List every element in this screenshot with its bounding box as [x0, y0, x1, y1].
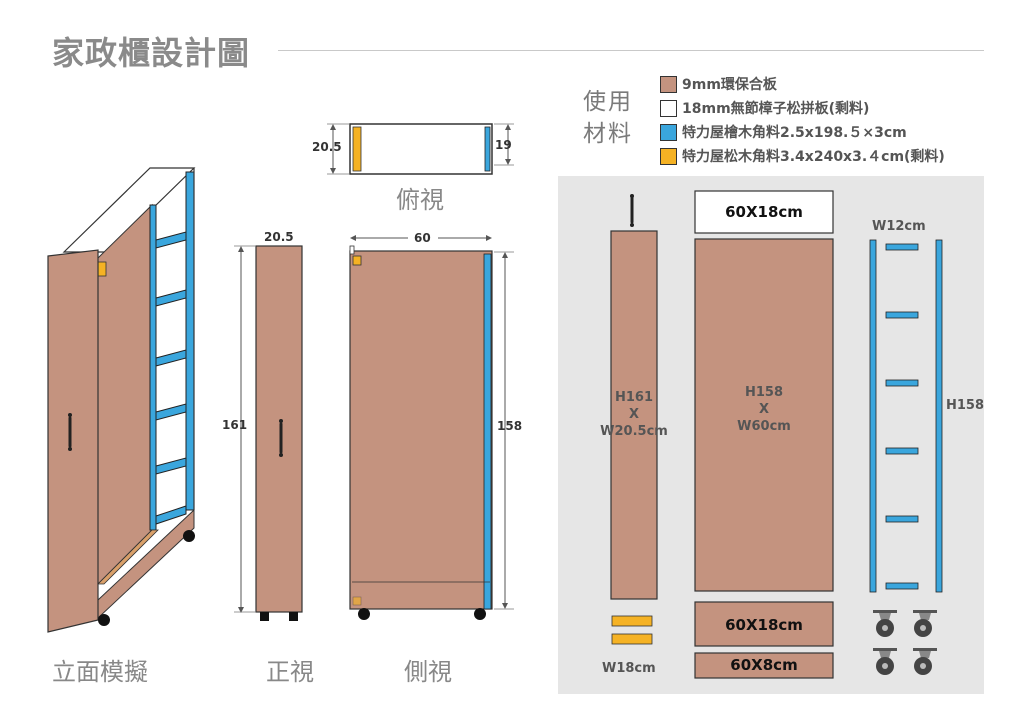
side-board-height: H161 — [614, 390, 654, 405]
perspective-view — [47, 167, 196, 633]
legend-label: 特力屋檜木角料2.5x198.５×3cm — [682, 125, 907, 141]
legend-swatch — [660, 75, 677, 93]
block-width-label: W18cm — [602, 661, 656, 676]
front-panel — [255, 245, 303, 613]
legend-item-pine-board: 18mm無節樟子松拼板(剩料) — [660, 96, 945, 120]
side-top-edge — [349, 245, 355, 255]
back-board-height: H158 — [744, 385, 784, 400]
top-outline — [349, 123, 493, 175]
part-base-board — [694, 652, 834, 679]
legend-label: 9mm環保合板 — [682, 77, 777, 93]
back-board-x: X — [758, 402, 770, 417]
top-blue-strip — [484, 126, 491, 172]
legend-swatch — [660, 123, 677, 141]
ladder-height-label: H158 — [946, 398, 985, 413]
perspective-side-panel — [47, 249, 99, 633]
perspective-orange-block — [97, 261, 107, 277]
part-top-board — [694, 190, 834, 234]
side-board-x: X — [628, 407, 640, 422]
perspective-wheel — [183, 530, 195, 542]
top-orange-strip — [352, 126, 362, 172]
caster-wheel-icon — [913, 610, 937, 637]
side-view — [349, 230, 514, 620]
part-orange-block — [611, 615, 653, 627]
top-left-label: 20.5 — [312, 140, 342, 154]
parts-drawings — [610, 190, 943, 679]
back-board-width: W60cm — [737, 419, 791, 434]
caption-perspective: 立面模擬 — [52, 658, 148, 686]
top-board-label: 60X18cm — [725, 203, 803, 221]
legend-item-pine-strip: 特力屋松木角料3.4x240x3.４cm(剩料) — [660, 144, 945, 168]
title-divider — [278, 50, 984, 51]
part-bottom-board — [694, 601, 834, 647]
page-title: 家政櫃設計圖 — [52, 34, 251, 72]
side-width-label: 60 — [414, 231, 431, 245]
side-orange-block — [352, 255, 362, 266]
front-wheel — [260, 612, 269, 621]
front-wheel — [289, 612, 298, 621]
top-view — [327, 123, 514, 175]
ladder-width-label: W12cm — [872, 219, 926, 234]
legend-swatch — [660, 99, 677, 117]
caption-top: 俯視 — [396, 186, 444, 214]
perspective-ladder — [149, 171, 195, 531]
perspective-bottom-board — [97, 529, 159, 585]
bottom-board-label: 60X18cm — [725, 616, 803, 634]
legend-label: 特力屋松木角料3.4x240x3.４cm(剩料) — [682, 149, 945, 165]
legend-item-plywood: 9mm環保合板 — [660, 72, 945, 96]
front-width-label: 20.5 — [264, 230, 294, 244]
part-orange-block — [611, 633, 653, 645]
side-ladder-strip — [483, 253, 492, 610]
caption-side: 側視 — [404, 658, 452, 686]
perspective-wheel — [98, 614, 110, 626]
legend-item-cypress-strip: 特力屋檜木角料2.5x198.５×3cm — [660, 120, 945, 144]
back-board-label: H158 X W60cm — [714, 384, 814, 435]
caster-wheel-icon — [913, 648, 937, 675]
part-ladder — [869, 239, 943, 593]
front-height-label: 161 — [222, 418, 248, 432]
side-board-label: H161 X W20.5cm — [596, 389, 672, 440]
side-wheel — [358, 608, 370, 620]
caster-wheel-icon — [873, 648, 897, 675]
top-right-label: 19 — [495, 138, 512, 152]
legend-swatch — [660, 147, 677, 165]
material-legend: 9mm環保合板 18mm無節樟子松拼板(剩料) 特力屋檜木角料2.5x198.５… — [660, 72, 945, 168]
part-back-board — [694, 238, 834, 592]
part-side-board — [610, 230, 658, 600]
caster-wheel-icon — [873, 610, 897, 637]
legend-label: 18mm無節樟子松拼板(剩料) — [682, 101, 870, 117]
side-panel — [349, 250, 493, 610]
legend-heading: 使用材料 — [583, 89, 633, 147]
side-height-label: 158 — [497, 419, 523, 433]
caption-front: 正視 — [266, 658, 314, 686]
side-board-width: W20.5cm — [600, 424, 668, 439]
side-wheel — [474, 608, 486, 620]
front-view — [234, 245, 303, 621]
base-board-label: 60X8cm — [730, 656, 798, 674]
side-orange-block-bottom — [352, 596, 362, 606]
